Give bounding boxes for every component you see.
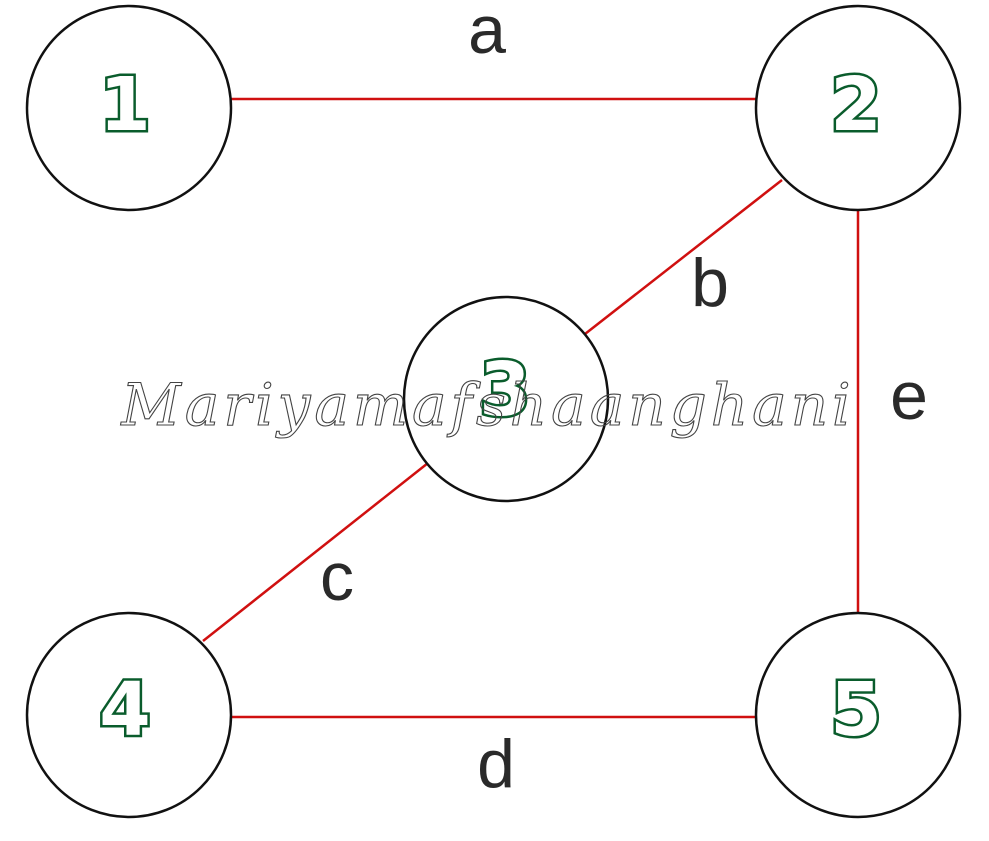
node-5-label: 5 <box>830 667 882 753</box>
edge-e-label: e <box>890 358 928 434</box>
edge-a-label: a <box>468 0 506 68</box>
node-3-label: 3 <box>479 347 531 433</box>
edge-b-line <box>584 179 783 335</box>
node-1: 1 <box>25 4 233 212</box>
node-1-label: 1 <box>99 62 151 148</box>
edge-d-label: d <box>477 726 515 802</box>
watermark-signature: Mariyamafshaanghani <box>120 371 854 439</box>
node-2-label: 2 <box>830 62 882 148</box>
edge-c-line <box>202 462 429 642</box>
edge-c-label: c <box>320 539 354 615</box>
node-2: 2 <box>754 4 962 212</box>
edge-b-label: b <box>691 245 729 321</box>
node-5: 5 <box>754 611 962 819</box>
node-3: 3 <box>402 295 610 503</box>
node-4: 4 <box>25 611 233 819</box>
node-4-label: 4 <box>99 667 151 753</box>
